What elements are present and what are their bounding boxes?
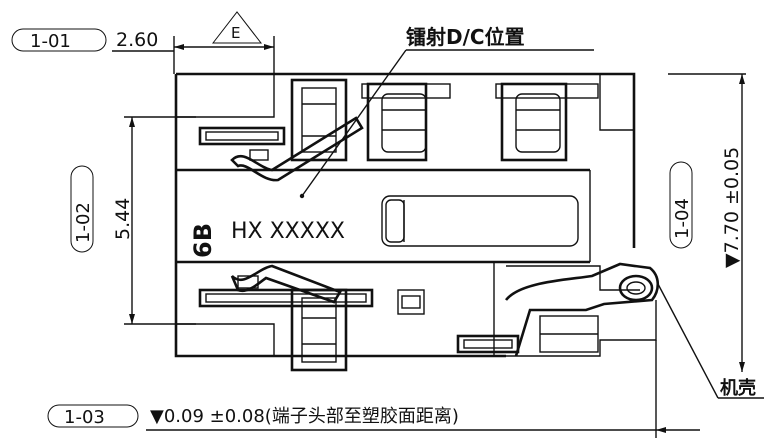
datum-triangle — [211, 11, 263, 44]
dim-tag-1-01 — [11, 28, 107, 52]
marking-text: HX XXXXX — [231, 219, 345, 244]
dim-tag-1-02-text: 1-02 — [73, 202, 94, 243]
arrow-head — [174, 44, 184, 50]
label-window-tab — [385, 199, 405, 243]
arrow-head — [739, 362, 745, 372]
dim-tag-1-03 — [47, 404, 139, 428]
notch-top-right — [599, 74, 634, 131]
arrow-head — [129, 117, 135, 127]
shell-section — [456, 262, 660, 357]
dim-tag-1-04 — [669, 161, 693, 249]
dim-value-5-44: 5.44 — [112, 198, 134, 240]
peg — [397, 289, 425, 315]
top-terminal-1 — [290, 78, 348, 162]
spring-tab — [249, 149, 269, 161]
terminal-tab — [361, 83, 451, 99]
spring-tab — [237, 275, 259, 289]
notch-top-left — [176, 74, 275, 118]
clip-ring-inner — [626, 281, 646, 295]
terminal-inner — [515, 93, 561, 153]
laser-dc-position-label: 镭射D/C位置 — [406, 25, 525, 49]
bottom-terminal-1 — [290, 288, 348, 372]
spring-arm — [230, 264, 342, 304]
dim-value-7-70: ▼7.70 ±0.05 — [721, 147, 743, 268]
contact-bar-inner — [205, 293, 367, 303]
dim-tag-1-02 — [70, 165, 94, 253]
shell-foot-inner — [463, 339, 513, 349]
contact-bar — [198, 288, 374, 308]
top-terminal-2 — [361, 82, 451, 162]
connector-body: 6B HX XXXXX — [174, 72, 660, 372]
notch-bottom-left — [176, 323, 275, 356]
leader-dot — [299, 193, 305, 199]
terminal-inner — [301, 87, 337, 153]
clip-ring — [618, 274, 654, 302]
lower-spring-contact — [198, 264, 374, 308]
datum-tag: E — [231, 24, 240, 42]
top-terminal-3 — [495, 82, 599, 162]
contact-bar-inner — [205, 131, 279, 141]
peg-inner — [401, 295, 421, 309]
brand-logo: 6B — [189, 223, 217, 258]
bottom-peg — [397, 289, 425, 315]
spring-arm — [230, 116, 364, 182]
label-window — [381, 195, 579, 247]
arrow-head — [656, 427, 666, 433]
dim-tag-1-01-text: 1-01 — [30, 31, 71, 52]
dim-tag-1-04-text: 1-04 — [672, 198, 693, 239]
terminal-inner — [381, 93, 427, 153]
terminal-inner — [301, 297, 337, 363]
terminal-frame — [290, 288, 348, 372]
housing-outline — [174, 72, 636, 358]
shell-label: 机壳 — [720, 377, 756, 399]
dim-value-2-60: 2.60 — [116, 29, 158, 51]
arrow-head — [739, 74, 745, 84]
shell-foot — [456, 334, 520, 354]
arrow-head — [264, 44, 274, 50]
shell-leader — [657, 283, 719, 399]
header-label-leader — [301, 49, 407, 197]
arrow-head — [129, 314, 135, 324]
contact-bar — [198, 126, 286, 146]
dim-tag-1-03-text: 1-03 — [64, 407, 105, 428]
dim-value-0-09: ▼0.09 ±0.08(端子头部至塑胶面距离) — [150, 406, 459, 427]
upper-spring-contact — [198, 116, 364, 182]
terminal-frame — [290, 78, 348, 162]
laser-marking: 6B HX XXXXX — [189, 195, 579, 258]
terminal-frame — [366, 82, 428, 162]
terminal-frame — [500, 82, 568, 162]
shell-clip — [504, 262, 660, 357]
terminal-tab — [495, 83, 599, 99]
